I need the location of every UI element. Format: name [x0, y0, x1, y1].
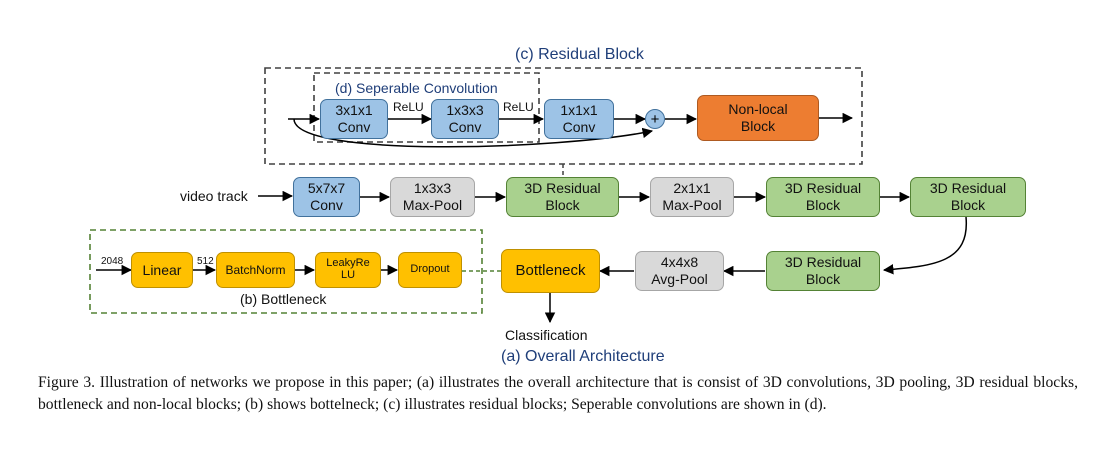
maxpool-1x3x3-box: 1x3x3 Max-Pool [390, 177, 475, 217]
classification-label: Classification [505, 327, 588, 343]
bottleneck-box: Bottleneck [501, 249, 600, 293]
maxpool-2x1x1-box: 2x1x1 Max-Pool [650, 177, 734, 217]
relu-label-2: ReLU [503, 100, 534, 114]
non-local-block-box: Non-local Block [697, 95, 819, 141]
batchnorm-box: BatchNorm [216, 252, 295, 288]
architecture-diagram: (c) Residual Block (d) Seperable Convolu… [89, 46, 1026, 365]
video-track-label: video track [180, 188, 248, 204]
residual-block-title: (c) Residual Block [515, 46, 644, 63]
conv-5x7x7-box: 5x7x7 Conv [293, 177, 360, 217]
addition-node: + [645, 109, 665, 129]
avgpool-4x4x8-box: 4x4x8 Avg-Pool [635, 251, 724, 291]
leakyrelu-box: LeakyRe LU [315, 252, 381, 288]
residual-block-4-box: 3D Residual Block [766, 251, 880, 291]
relu-label-1: ReLU [393, 100, 424, 114]
residual-block-3-box: 3D Residual Block [910, 177, 1026, 217]
conv-1x1x1-box: 1x1x1 Conv [544, 99, 614, 139]
residual-block-2-box: 3D Residual Block [766, 177, 880, 217]
separable-conv-title: (d) Seperable Convolution [335, 80, 498, 96]
res3-to-res4-arrow [882, 216, 967, 275]
mid-dim-label: 512 [197, 256, 214, 267]
residual-block-1-box: 3D Residual Block [506, 177, 619, 217]
overall-architecture-title: (a) Overall Architecture [501, 348, 665, 365]
conv-1x3x3-box: 1x3x3 Conv [431, 99, 499, 139]
bottleneck-frame [89, 229, 483, 314]
input-dim-label: 2048 [101, 256, 124, 267]
bottleneck-title: (b) Bottleneck [240, 291, 327, 307]
figure-caption: Figure 3. Illustration of networks we pr… [38, 374, 1078, 413]
separable-conv-frame [313, 72, 540, 143]
dropout-box: Dropout [398, 252, 462, 288]
linear-box: Linear [131, 252, 193, 288]
conv-3x1x1-box: 3x1x1 Conv [320, 99, 388, 139]
